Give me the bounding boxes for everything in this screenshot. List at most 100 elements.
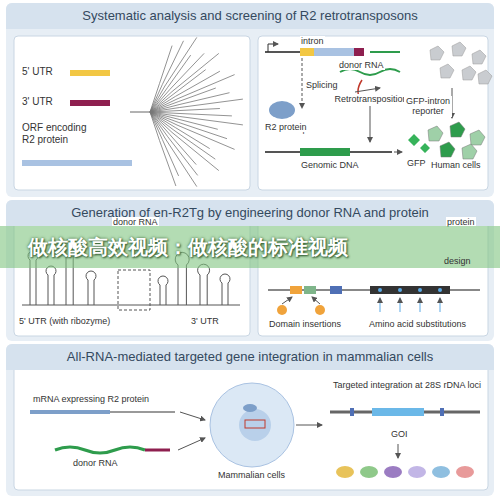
tree-branch — [150, 112, 198, 175]
section-header: Systematic analysis and screening of R2 … — [6, 3, 494, 29]
diagram-label: intron — [300, 36, 325, 46]
drawing-stroke — [314, 48, 354, 56]
drawing-stroke — [315, 305, 325, 315]
tree-branch — [150, 112, 235, 149]
nucleus — [239, 409, 271, 441]
tree-branch — [150, 99, 243, 112]
cell — [470, 130, 485, 145]
tree-branch — [150, 112, 196, 165]
tree-branch — [150, 109, 220, 113]
drawing-stroke — [378, 288, 382, 292]
legend-swatch — [22, 160, 132, 166]
diagram-label: GFP — [406, 158, 427, 168]
drawing-stroke — [282, 297, 292, 304]
donor-rna — [55, 447, 145, 453]
diagram-label: 5' UTR (with ribozyme) — [18, 316, 111, 326]
diagram-label: GOI — [390, 429, 409, 439]
drawing-stroke — [400, 298, 401, 312]
diagram-label: Human cells — [430, 160, 482, 170]
diagram-label: 3' UTR — [190, 316, 220, 326]
cell — [462, 66, 476, 80]
drawing-stroke — [304, 286, 316, 294]
tree-branch — [150, 112, 197, 187]
drawing-stroke — [243, 404, 257, 412]
tree-branch — [150, 88, 216, 112]
protein-blob — [432, 466, 450, 478]
drawing-stroke — [180, 412, 205, 420]
drawing-stroke — [300, 48, 314, 56]
section-header: Generation of en-R2Tg by engineering don… — [6, 200, 494, 226]
diagram-label: mRNA expressing R2 protein — [32, 394, 150, 404]
cell-outline — [210, 383, 294, 467]
cell — [462, 144, 477, 159]
drawing-stroke — [354, 48, 364, 56]
diagram-label: Amino acid substitutions — [368, 319, 467, 329]
legend-text: 3' UTR — [22, 96, 53, 108]
drawing-stroke — [418, 288, 422, 292]
stem-loop — [198, 264, 210, 305]
protein-blob — [360, 466, 378, 478]
drawing-stroke — [370, 51, 400, 53]
drawing-stroke — [440, 408, 444, 416]
inner-panel — [14, 362, 488, 490]
diagram-label: Targeted integration at 28S rDNA loci — [332, 380, 482, 390]
drawing-stroke — [312, 297, 320, 304]
inner-panel — [258, 36, 488, 190]
cell — [450, 122, 465, 137]
stem-loop — [220, 274, 230, 305]
drawing-stroke — [130, 112, 150, 113]
diagram-label: Mammalian cells — [217, 470, 286, 480]
tree-branch — [150, 112, 219, 171]
mrna — [30, 410, 110, 414]
diagram-label: design — [443, 256, 472, 266]
diagram-label: Retrotransposition — [330, 94, 412, 104]
tree-branch — [150, 112, 176, 186]
drawing-stroke — [300, 148, 350, 156]
protein-blob — [384, 466, 402, 478]
legend-swatch — [70, 100, 110, 106]
drawing-stroke — [420, 298, 421, 312]
tree-branch — [150, 112, 179, 176]
drawing-stroke — [268, 44, 278, 52]
drawing-stroke — [118, 270, 150, 310]
stem-loop — [86, 271, 96, 305]
diagram-label: Splicing — [305, 80, 339, 90]
diagram-label: Genomic DNA — [300, 160, 360, 170]
drawing-stroke — [398, 444, 399, 458]
protein-blob — [456, 466, 474, 478]
watermark: 做核酸高效视频：做核酸的标准视频 — [0, 226, 500, 268]
tree-branch — [150, 75, 235, 112]
legend-text: ORF encoding R2 protein — [22, 122, 102, 145]
tree-branch — [150, 112, 210, 149]
diagram-label: GFP-intron reporter — [404, 96, 452, 117]
tree-branch — [150, 71, 220, 112]
tree-branch — [150, 53, 204, 112]
drawing-stroke — [330, 286, 342, 294]
cell — [440, 64, 454, 78]
drawing-stroke — [296, 425, 322, 426]
drawing-stroke — [355, 88, 380, 92]
cell — [452, 42, 466, 56]
stem-loop — [46, 266, 56, 305]
drawing-stroke — [145, 449, 170, 452]
drawing-stroke — [178, 438, 205, 450]
drawing-stroke — [265, 51, 300, 53]
diagram-label: R2 protein — [264, 122, 308, 132]
diagram-label: donor RNA — [338, 60, 385, 70]
cell — [472, 50, 486, 64]
cell — [430, 46, 444, 60]
drawing-stroke — [302, 58, 303, 108]
drawing-stroke — [394, 152, 402, 153]
drawing-stroke — [380, 298, 381, 312]
cell — [428, 126, 443, 141]
drawing-stroke — [372, 408, 424, 416]
legend-swatch — [70, 70, 110, 76]
protein-blob — [408, 466, 426, 478]
protein-blob — [336, 466, 354, 478]
drawing-stroke — [245, 420, 265, 428]
drawing-stroke — [438, 288, 442, 292]
drawing-stroke — [440, 298, 441, 312]
legend-text: 5' UTR — [22, 66, 53, 78]
inner-panel — [14, 36, 250, 190]
diagram-label: Domain insertions — [268, 319, 342, 329]
